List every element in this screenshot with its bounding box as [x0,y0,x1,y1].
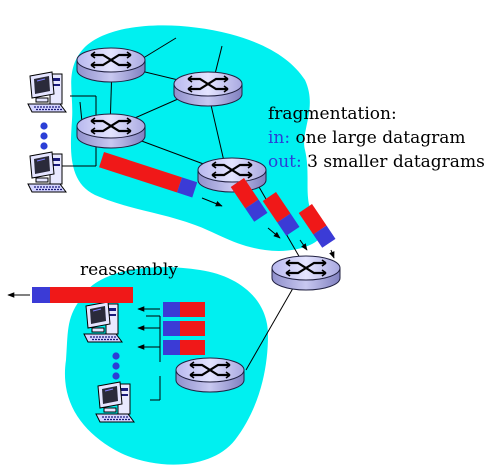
fragment-datagram [262,192,300,236]
reassembled-datagram [32,287,133,303]
fragment-datagram [230,178,268,222]
router-icon [172,70,244,108]
fragmentation-out-line: out: 3 smaller datagrams [268,154,485,171]
fragmentation-title: fragmentation: [268,104,397,124]
network-cloud-top [70,25,323,251]
fragment-datagram [298,204,336,248]
ellipsis-dots [40,122,120,380]
in-description: one large datagram [290,128,466,148]
out-label: out: [268,152,302,172]
router-icon [270,254,342,292]
large-datagram [99,152,198,198]
fragmentation-in-line: in: one large datagram [268,130,465,147]
host-computer-icon [27,71,67,113]
in-label: in: [268,128,291,148]
arrived-fragment [163,340,205,355]
router-icon [75,112,147,150]
host-computer-icon [27,151,67,193]
router-icon [75,46,147,84]
host-computer-icon [95,381,135,423]
out-description: 3 smaller datagrams [301,152,485,172]
arrived-fragment [163,302,205,317]
router-icon [174,356,246,394]
host-computer-icon [83,301,123,343]
reassembly-label: reassembly [80,260,178,280]
arrived-fragment [163,321,205,336]
